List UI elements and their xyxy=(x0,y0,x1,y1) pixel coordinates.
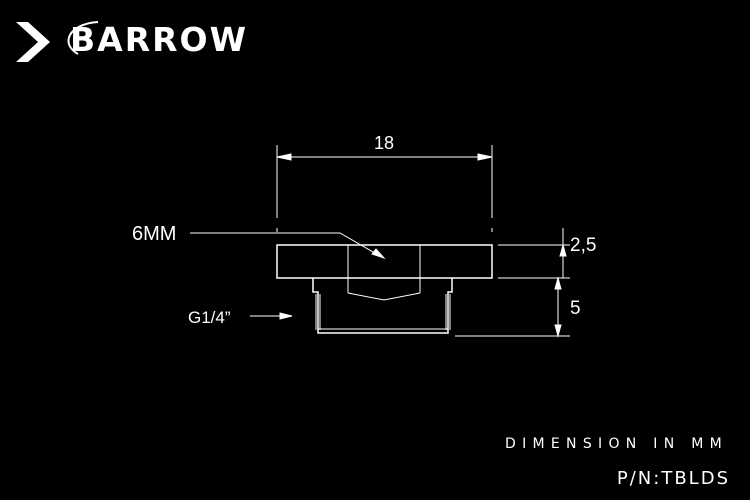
hex-socket-bottom xyxy=(347,292,421,301)
thread-body-outline xyxy=(312,278,453,334)
hex-label-leader xyxy=(190,232,381,257)
cap-height-arrow xyxy=(559,243,567,257)
plug-cap-outline xyxy=(276,244,493,279)
width-arrow-left xyxy=(276,153,292,161)
brand-name: BARROW xyxy=(70,20,248,60)
thread-size-label: G1/4” xyxy=(188,308,231,327)
thread-height-label: 5 xyxy=(570,298,581,319)
logo-arrow-upper xyxy=(16,22,50,42)
hex-label-leader-arrow xyxy=(371,248,386,260)
brand-name-text: BARROW xyxy=(70,20,248,59)
hex-size-label: 6MM xyxy=(132,223,176,245)
logo-arrow-lower xyxy=(16,42,50,62)
thread-height-arrow-bottom xyxy=(554,324,562,338)
dimension-unit-note: DIMENSION IN MM xyxy=(505,436,728,452)
width-arrow-right xyxy=(477,153,493,161)
thread-label-leader-arrow xyxy=(279,312,293,320)
part-number: P/N:TBLDS xyxy=(616,468,730,489)
brand-swoosh xyxy=(67,21,99,55)
width-dimension-label: 18 xyxy=(374,133,394,153)
cap-height-label: 2,5 xyxy=(570,235,596,256)
thread-height-arrow-top xyxy=(554,276,562,290)
logo-arrow-notch xyxy=(16,32,24,52)
barrow-arrow-logo-icon xyxy=(16,22,50,62)
